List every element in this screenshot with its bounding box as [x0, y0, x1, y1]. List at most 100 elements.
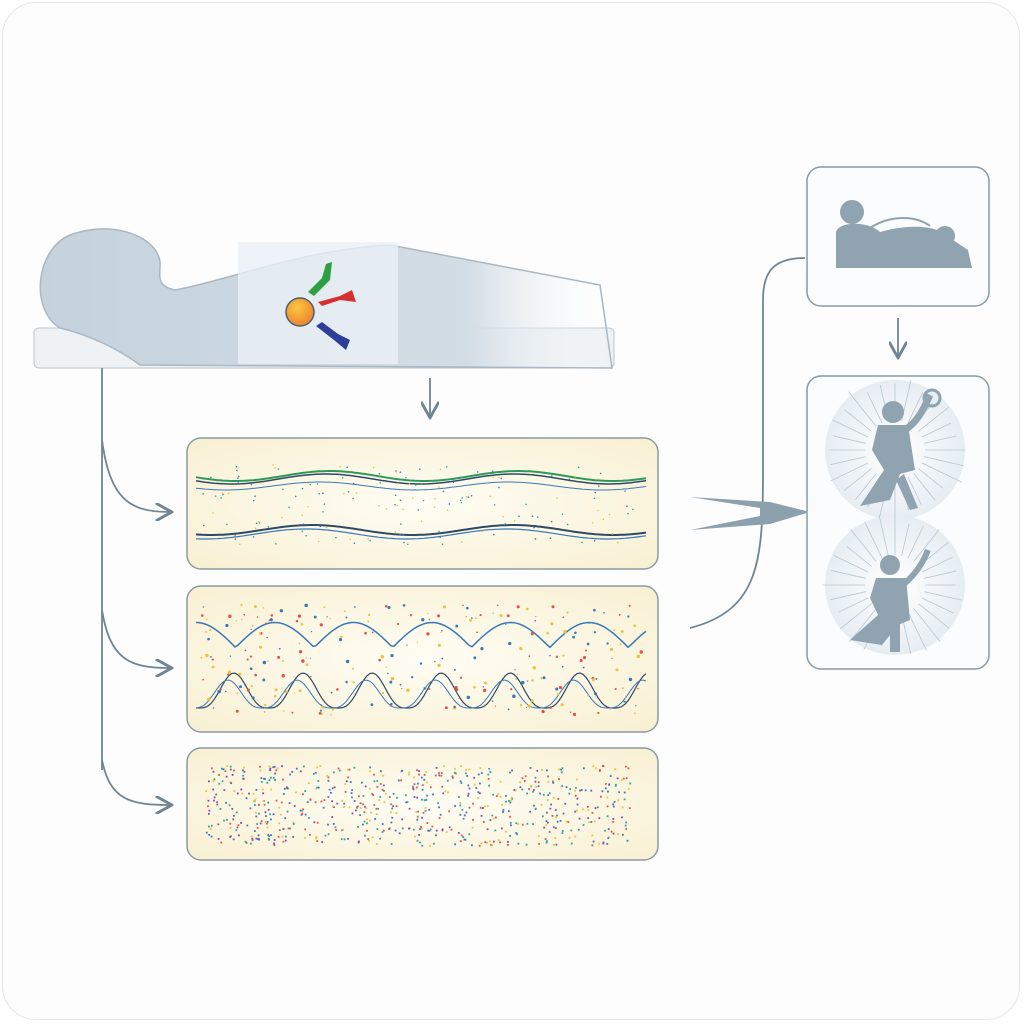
scatter-dot [327, 833, 330, 836]
scatter-dot [374, 818, 377, 820]
scatter-dot [230, 782, 233, 785]
signal-dot [417, 509, 420, 511]
electrode-blue [316, 322, 350, 350]
scatter-dot [487, 773, 490, 776]
scatter-dot [511, 798, 514, 800]
signal-dot [443, 605, 447, 609]
arrow-to-panel-2 [101, 609, 170, 668]
scatter-dot [269, 767, 272, 770]
scatter-dot [408, 771, 411, 774]
scatter-dot [547, 799, 549, 801]
scatter-dot [486, 841, 488, 844]
signal-dot [624, 479, 627, 481]
active-figure-1 [860, 388, 942, 510]
signal-dot [262, 607, 265, 609]
scatter-dot [332, 771, 335, 774]
scatter-dot [467, 794, 470, 797]
signal-dot [622, 687, 624, 689]
signal-dot [610, 708, 612, 711]
signal-dot [378, 658, 381, 662]
signal-dot [594, 692, 598, 696]
scatter-dot [317, 779, 320, 782]
signal-dot [326, 616, 328, 618]
burst-ray [846, 546, 872, 567]
signal-dot [274, 688, 278, 692]
scatter-dot [251, 839, 254, 841]
signal-dot [258, 522, 261, 524]
scatter-dot [418, 833, 420, 836]
scatter-dot [426, 794, 429, 797]
signal-dot [349, 538, 352, 541]
signal-dot [396, 622, 400, 626]
burst-ray [833, 435, 866, 444]
scatter-dot [450, 828, 453, 831]
scatter-dot [534, 776, 537, 779]
signal-dot [291, 711, 294, 714]
scatter-dot [421, 816, 423, 819]
scatter-dot [357, 826, 359, 828]
scatter-dot [581, 808, 584, 811]
burst-ray [850, 529, 877, 562]
scatter-dot [423, 778, 426, 781]
scatter-dot [396, 796, 398, 799]
scatter-dot [413, 835, 416, 838]
signal-dot [267, 660, 269, 662]
signal-dot [516, 605, 520, 609]
signal-dot [298, 642, 301, 645]
scatter-dot [255, 788, 258, 791]
signal-dot [442, 490, 445, 493]
signal-dot [579, 659, 583, 663]
scatter-dot [205, 831, 208, 834]
signal-dot [212, 512, 214, 514]
scatter-dot [331, 816, 334, 818]
scatter-dot [441, 828, 444, 831]
signal-dot [227, 670, 232, 674]
scatter-dot [363, 834, 366, 837]
signal-dot [298, 689, 302, 693]
burst-ray [924, 591, 962, 601]
scatter-dot [264, 778, 267, 780]
scatter-dot [295, 767, 298, 770]
burst-ray [918, 407, 949, 432]
scatter-dot [537, 781, 540, 784]
signal-dot [387, 672, 389, 675]
scatter-dot [357, 841, 360, 844]
scatter-dot [442, 792, 445, 795]
scatter-dot [232, 814, 235, 817]
scatter-dot [379, 770, 382, 773]
scatter-dot [282, 793, 285, 795]
scatter-dot [504, 830, 507, 833]
signal-dot [467, 496, 470, 498]
scatter-dot [451, 776, 454, 779]
scatter-dot [272, 776, 275, 779]
scatter-dot [577, 828, 580, 831]
signal-dot [550, 622, 554, 626]
scatter-dot [460, 834, 463, 837]
scatter-dot [429, 844, 432, 847]
scatter-dot [212, 788, 215, 791]
scatter-dot [482, 821, 485, 823]
signal-dot [531, 515, 534, 518]
burst-ray [830, 462, 869, 482]
signal-dot [394, 503, 396, 506]
signal-dot [252, 536, 255, 538]
scatter-dot [362, 803, 364, 806]
scatter-dot [510, 799, 513, 802]
signal-dot [379, 482, 381, 484]
scatter-dot [545, 841, 548, 844]
scatter-dot [233, 790, 236, 792]
scatter-dot [556, 820, 559, 823]
scatter-dot [627, 767, 630, 770]
scatter-dot [553, 796, 555, 799]
scatter-dot [314, 801, 317, 804]
scatter-dot [344, 783, 347, 786]
scatter-dot [534, 780, 537, 783]
scatter-dot [486, 828, 489, 831]
scatter-dot [443, 765, 446, 767]
scatter-dot [217, 823, 220, 826]
scatter-dot [316, 840, 319, 842]
signal-dot [421, 483, 423, 485]
scatter-dot [401, 827, 404, 830]
signal-dot [282, 488, 284, 491]
